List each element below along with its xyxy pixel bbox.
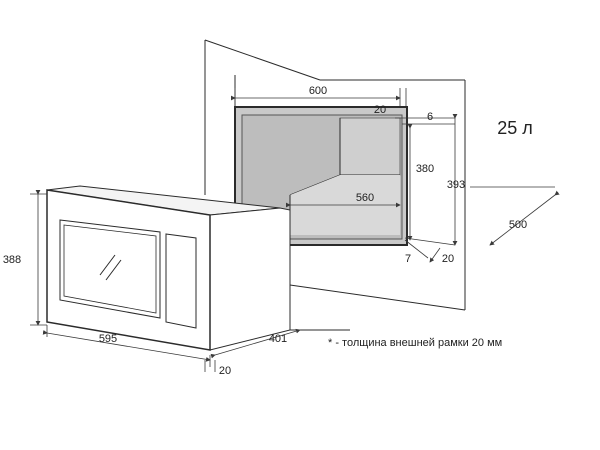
appliance-frame-label: 20: [219, 365, 231, 377]
niche: [234, 106, 408, 246]
microwave: [46, 185, 291, 351]
appliance-dimensions: [30, 190, 301, 372]
niche-width-label: 600: [309, 85, 327, 97]
niche-right-gap-label: 20: [374, 104, 386, 116]
niche-bottom-gap-label: 7: [405, 253, 411, 265]
niche-bottom-right-gap-label: 20: [442, 253, 454, 265]
niche-outer-height-label: 393: [447, 179, 465, 191]
niche-inner-width-label: 560: [356, 192, 374, 204]
niche-top-gap-label: 6: [427, 111, 433, 123]
niche-depth-label: 500: [509, 219, 527, 231]
niche-dimensions: [231, 88, 560, 263]
frame-thickness-note: * - толщина внешней рамки 20 мм: [328, 337, 502, 349]
niche-inner-height-label: 380: [416, 163, 434, 175]
appliance-depth-label: 401: [269, 333, 287, 345]
volume-label: 25 л: [497, 118, 533, 138]
appliance-height-label: 388: [3, 254, 21, 266]
appliance-width-label: 595: [99, 333, 117, 345]
